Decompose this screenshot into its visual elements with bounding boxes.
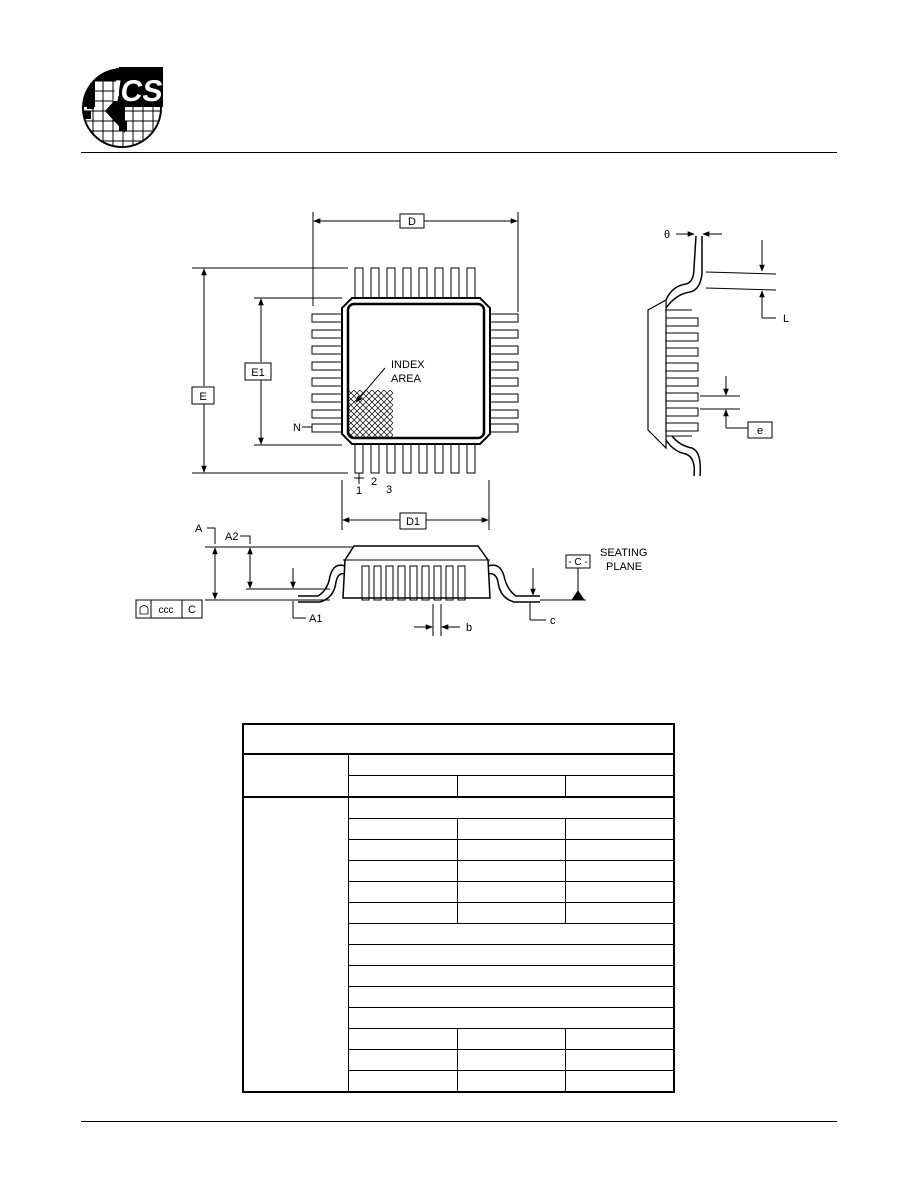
- table-row: [243, 881, 675, 903]
- tolerance-datum: C: [188, 604, 196, 616]
- table-header-row: [242, 753, 675, 798]
- top-leads: [354, 267, 476, 301]
- table-title-row: [242, 723, 675, 755]
- header-rule: [81, 152, 837, 153]
- dim-label-D1: D1: [406, 516, 420, 528]
- table-row: [243, 860, 675, 882]
- index-area-label-line2: AREA: [391, 373, 422, 385]
- seating-plane-line1: SEATING: [600, 547, 647, 559]
- dim-label-A2: A2: [225, 531, 238, 543]
- index-area-label-line1: INDEX: [391, 359, 425, 371]
- left-leads: [311, 313, 343, 433]
- ics-logo: ICS: [82, 67, 163, 148]
- package-outline-drawing: D E E1 D1 INDEX AREA N 1 2 3 A A2 A1 c b…: [135, 212, 789, 636]
- table-row: [243, 902, 675, 924]
- table-row: [243, 818, 675, 840]
- seating-plane-line2: PLANE: [606, 561, 642, 573]
- index-area-hatch: [349, 390, 393, 438]
- tolerance-ccc: ccc: [159, 605, 174, 616]
- dim-label-A1: A1: [309, 613, 322, 625]
- dim-label-L: L: [783, 313, 789, 325]
- side-view: [647, 235, 703, 477]
- pin-label-2: 2: [371, 476, 377, 488]
- right-leads: [489, 313, 519, 433]
- dim-label-theta: θ: [664, 229, 670, 241]
- datum-box: [565, 554, 591, 569]
- footer-rule: [81, 1121, 837, 1122]
- dim-label-E1: E1: [251, 367, 264, 379]
- dim-label-c: c: [550, 615, 556, 627]
- bottom-leads: [354, 442, 476, 474]
- dim-label-A: A: [195, 523, 203, 535]
- dim-label-b: b: [466, 622, 472, 634]
- dim-label-D: D: [408, 216, 416, 228]
- pin-label-3: 3: [386, 484, 392, 496]
- dim-label-e: e: [757, 425, 763, 437]
- pin-label-N: N: [293, 422, 301, 434]
- datum-label: - C -: [568, 557, 587, 568]
- logo-text: ICS: [110, 75, 163, 108]
- front-view: [298, 545, 540, 603]
- table-row: [242, 796, 675, 1093]
- table-row: [243, 1049, 675, 1071]
- table-subheader-row: [243, 775, 675, 798]
- table-row: [243, 1070, 675, 1093]
- tolerance-frame: [135, 599, 203, 619]
- pin-label-1: 1: [356, 485, 362, 497]
- dim-label-E: E: [199, 391, 206, 403]
- dimension-table: [242, 723, 675, 1093]
